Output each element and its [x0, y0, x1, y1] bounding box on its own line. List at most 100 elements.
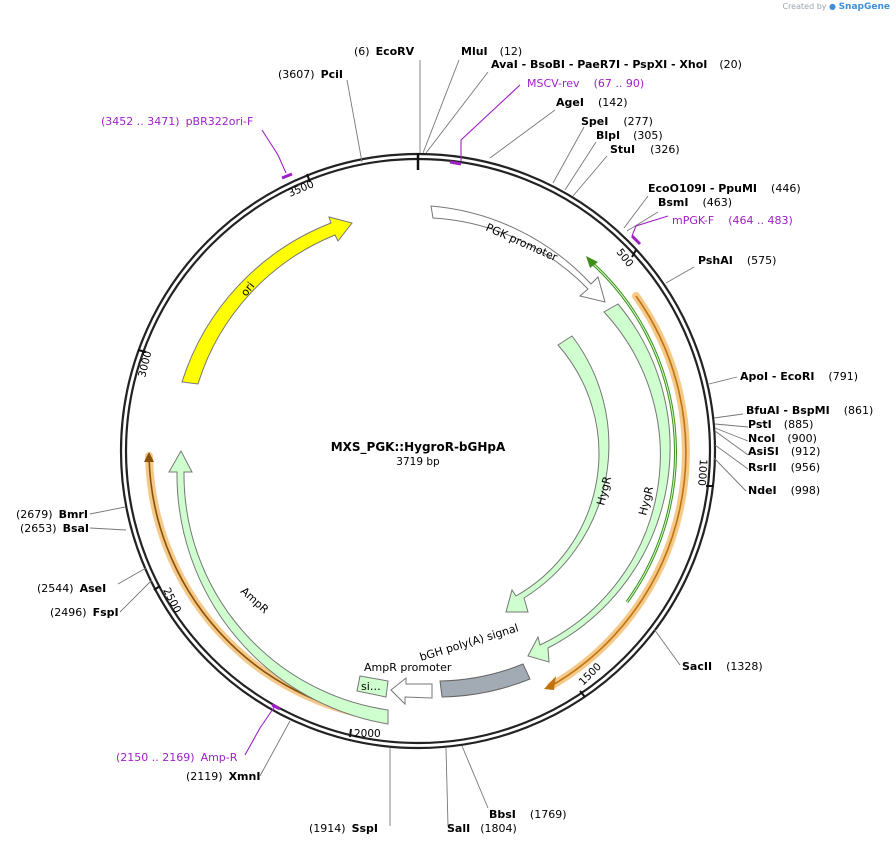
- svg-text:(3607)PciI: (3607)PciI: [278, 68, 343, 81]
- svg-text:(2679)BmrI: (2679) BmrI: [16, 508, 88, 521]
- enzyme-pos-bsai: (2653): [20, 522, 57, 535]
- enzyme-pos-mlui: (12): [500, 45, 523, 58]
- enzyme-spei: SpeI: [581, 115, 608, 128]
- enzyme-bfuai-group: BfuAI - BspMI: [746, 404, 830, 417]
- primer-labels: MSCV-rev(67 .. 90) mPGK-F(464 .. 483) (2…: [101, 77, 793, 764]
- primer-range-mpgk-f: (464 .. 483): [728, 214, 793, 227]
- snapgene-logo-icon: ●: [829, 2, 837, 11]
- enzyme-pos-pshai: (575): [747, 254, 777, 267]
- primer-amp-r: Amp-R: [201, 751, 238, 764]
- enzyme-pos-xmni: (2119): [186, 770, 223, 783]
- svg-text:(2544)AseI: (2544)AseI: [37, 582, 106, 595]
- enzyme-pos-stui: (326): [650, 143, 680, 156]
- primer-mscv-rev: MSCV-rev: [527, 77, 580, 90]
- svg-text:(2119)XmnI: (2119)XmnI: [186, 770, 260, 783]
- primer-mpgk-f: mPGK-F: [672, 214, 714, 227]
- label-ampr-promoter: AmpR promoter: [364, 661, 452, 674]
- enzyme-pos-bsmi: (463): [703, 196, 733, 209]
- tick-1500-mark: [579, 690, 586, 698]
- enzyme-bsai: BsaI: [63, 522, 89, 535]
- svg-text:PstI(885): PstI(885): [748, 418, 813, 431]
- feature-ampr-promoter[interactable]: [390, 676, 433, 706]
- enzyme-sacii: SacII: [682, 660, 712, 673]
- feature-ampr[interactable]: [168, 449, 389, 725]
- enzyme-asisi: AsiSI: [748, 445, 779, 458]
- tick-2500-mark: [153, 585, 161, 591]
- svg-text:(2150 .. 2169)Amp-R: (2150 .. 2169) Amp-R: [116, 751, 238, 764]
- svg-text:EcoO109I - PpuMI(446): EcoO109I - PpuMI (446): [648, 182, 801, 195]
- hygr-orf-arrowhead: [544, 676, 556, 690]
- enzyme-apoi-group: ApoI - EcoRI: [740, 370, 814, 383]
- primer-range-amp-r: (2150 .. 2169): [116, 751, 195, 764]
- enzyme-ncoi: NcoI: [748, 432, 775, 445]
- svg-text:MluI(12): MluI(12): [461, 45, 522, 58]
- enzyme-pos-avai-group: (20): [719, 58, 742, 71]
- tick-3000-mark: [137, 349, 147, 353]
- enzyme-pshai: PshAI: [698, 254, 733, 267]
- svg-text:BlpI(305): BlpI(305): [596, 129, 663, 142]
- primer-site-marks: [271, 160, 642, 711]
- enzyme-avai-group: AvaI - BsoBI - PaeR7I - PspXI - XhoI: [491, 58, 707, 71]
- svg-text:ApoI - EcoRI(791): ApoI - EcoRI (791): [740, 370, 858, 383]
- enzyme-pos-bmri: (2679): [16, 508, 53, 521]
- enzyme-leader-lines: [89, 59, 749, 827]
- credit-prefix: Created by: [782, 2, 827, 11]
- enzyme-sspi: SspI: [352, 822, 378, 835]
- svg-text:BfuAI - BspMI(861): BfuAI - BspMI (861): [746, 404, 873, 417]
- svg-text:(2496)FspI: (2496) FspI: [50, 606, 119, 619]
- enzyme-pos-psti: (885): [784, 418, 814, 431]
- enzyme-labels: (6)EcoRV MluI(12) AvaI - BsoBI - PaeR7I …: [16, 45, 873, 835]
- enzyme-agei: AgeI: [556, 96, 584, 109]
- enzyme-sali: SalI: [447, 822, 470, 835]
- enzyme-stui: StuI: [610, 143, 635, 156]
- label-ampr: AmpR: [238, 585, 271, 617]
- feature-bgh-polya[interactable]: [439, 663, 531, 698]
- snapgene-credit: Created by ● SnapGene: [782, 2, 890, 12]
- svg-text:SacII(1328): SacII (1328): [682, 660, 763, 673]
- plasmid-length: 3719 bp: [396, 456, 440, 468]
- svg-text:(3452 .. 3471)pBR322ori-F: (3452 .. 3471) pBR322ori-F: [101, 115, 253, 128]
- hygr-primer-line-inner: [590, 261, 676, 603]
- tick-3500-mark: [306, 173, 311, 183]
- enzyme-pos-sali: (1804): [480, 822, 517, 835]
- enzyme-pos-rsrii: (956): [791, 461, 821, 474]
- tick-500: 500: [614, 246, 636, 269]
- enzyme-pos-fspi: (2496): [50, 606, 87, 619]
- credit-brand: SnapGene: [838, 2, 890, 12]
- enzyme-pos-spei: (277): [623, 115, 653, 128]
- enzyme-blpi: BlpI: [596, 129, 620, 142]
- tick-2000: 2000: [354, 728, 381, 740]
- svg-text:NcoI(900): NcoI(900): [748, 432, 817, 445]
- tick-2000-mark: [349, 728, 352, 738]
- enzyme-pos-sacii: (1328): [726, 660, 763, 673]
- hygr-orf-line: [550, 295, 687, 687]
- tick-500-mark: [631, 249, 637, 258]
- svg-text:RsrII(956): RsrII(956): [748, 461, 820, 474]
- hygr-primer-arrowhead: [586, 256, 598, 268]
- enzyme-pos-sspi: (1914): [309, 822, 346, 835]
- svg-text:(1914)SspI: (1914) SspI: [309, 822, 378, 835]
- label-signal-sequence: si…: [361, 680, 381, 693]
- svg-text:PshAI(575): PshAI (575): [698, 254, 776, 267]
- svg-text:AsiSI(912): AsiSI(912): [748, 445, 820, 458]
- svg-text:BbsI(1769): BbsI (1769): [489, 808, 566, 821]
- enzyme-fspi: FspI: [93, 606, 119, 619]
- enzyme-pos-bfuai-group: (861): [844, 404, 874, 417]
- enzyme-pos-apoi-group: (791): [828, 370, 858, 383]
- enzyme-pos-bbsi: (1769): [530, 808, 567, 821]
- primer-range-pbr322ori-f: (3452 .. 3471): [101, 115, 180, 128]
- enzyme-bmri: BmrI: [59, 508, 88, 521]
- svg-text:NdeI(998): NdeI(998): [748, 484, 820, 497]
- feature-signal-sequence[interactable]: [356, 675, 389, 698]
- feature-hygr-inner[interactable]: [505, 335, 610, 613]
- enzyme-ecoo109i-group: EcoO109I - PpuMI: [648, 182, 757, 195]
- enzyme-bsmi: BsmI: [658, 196, 689, 209]
- feature-pgk-promoter[interactable]: [430, 205, 606, 303]
- enzyme-pos-ecoo109i-group: (446): [771, 182, 801, 195]
- primer-pbr322ori-f: pBR322ori-F: [186, 115, 254, 128]
- enzyme-asei: AseI: [80, 582, 107, 595]
- enzyme-bbsi: BbsI: [489, 808, 516, 821]
- feature-ori[interactable]: [181, 216, 353, 385]
- feature-hygr-outer[interactable]: [527, 303, 671, 663]
- svg-text:StuI(326): StuI (326): [610, 143, 680, 156]
